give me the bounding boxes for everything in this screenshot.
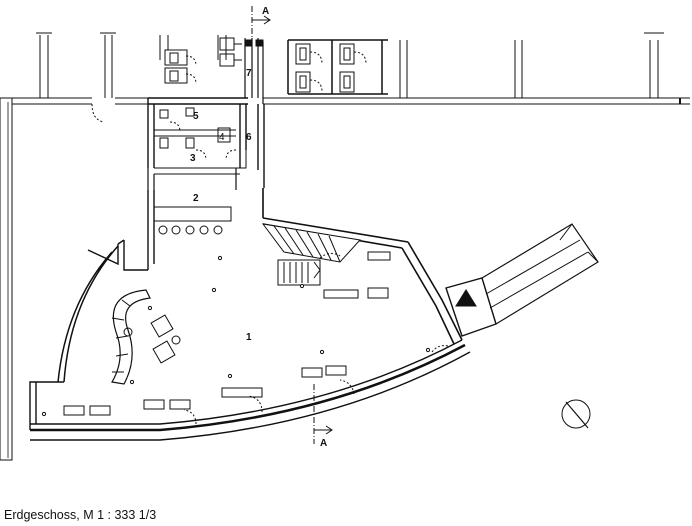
west-exterior-wall xyxy=(0,97,13,461)
notch-walls xyxy=(87,190,155,271)
entrance-bridge xyxy=(445,223,599,337)
room-label-4: 4 xyxy=(219,132,225,143)
benches xyxy=(63,251,391,416)
room-label-6: 6 xyxy=(246,132,252,143)
room-label-7: 7 xyxy=(246,68,252,79)
south-curved-facade xyxy=(30,339,471,441)
room-label-5: 5 xyxy=(193,111,199,122)
upper-building xyxy=(0,32,690,123)
upper-toilets xyxy=(164,37,388,95)
room-label-1: 1 xyxy=(246,332,252,343)
bar-stools xyxy=(158,225,223,235)
door-swings xyxy=(183,252,449,425)
room-label-2: 2 xyxy=(193,193,199,204)
entrance-triangle-icon xyxy=(455,289,477,307)
room-label-3: 3 xyxy=(190,153,196,164)
north-arrow-icon xyxy=(561,399,591,429)
lounge-sofa xyxy=(111,289,151,385)
floor-plan: A A 1 2 3 4 5 6 7 xyxy=(0,6,690,461)
core-walls xyxy=(244,38,264,104)
service-block xyxy=(147,97,265,190)
armchairs xyxy=(123,314,181,364)
section-marker-top: A xyxy=(262,6,269,17)
west-curved-facade xyxy=(57,245,119,383)
main-staircase xyxy=(261,223,361,286)
section-marker-bottom: A xyxy=(320,438,327,449)
columns xyxy=(41,255,431,417)
section-line-a xyxy=(251,6,333,444)
plan-caption: Erdgeschoss, M 1 : 333 1/3 xyxy=(4,508,157,522)
bar-counter xyxy=(153,206,232,222)
